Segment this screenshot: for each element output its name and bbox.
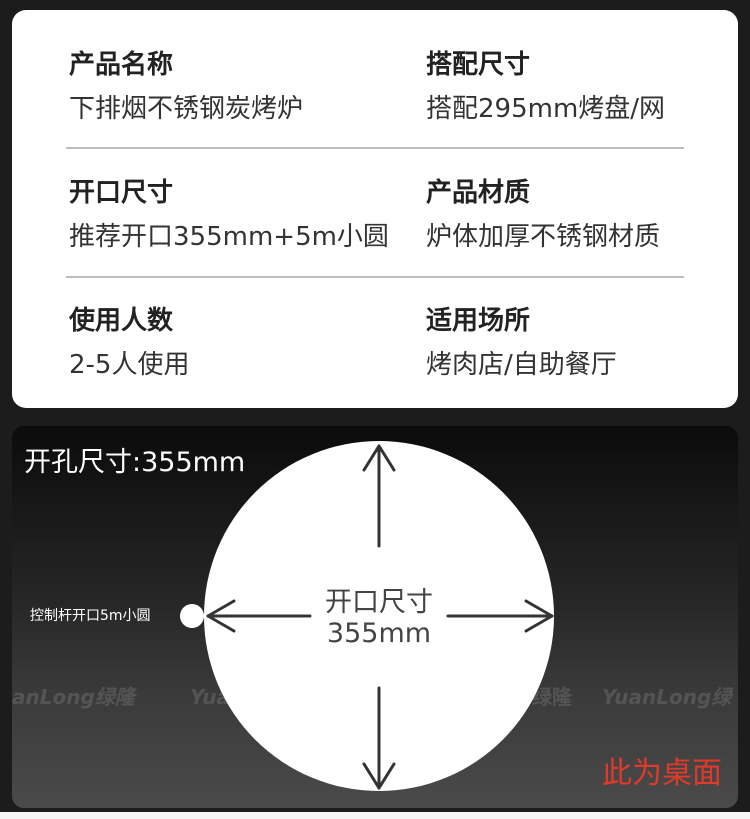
table-surface-label: 此为桌面 <box>602 756 722 791</box>
spec-row-1: 产品名称 下排烟不锈钢炭烤炉 搭配尺寸 搭配295mm烤盘/网 <box>12 48 738 148</box>
arrow-left-head <box>206 599 236 633</box>
opening-circle <box>204 441 554 791</box>
control-rod-label: 控制杆开口5m小圆 <box>30 608 151 624</box>
watermark-text: YuanLong绿 <box>602 685 734 709</box>
spec-label: 开口尺寸 <box>69 178 174 208</box>
spec-material: 产品材质 炉体加厚不锈钢材质 <box>426 176 750 254</box>
spec-card: 产品名称 下排烟不锈钢炭烤炉 搭配尺寸 搭配295mm烤盘/网 开口尺寸 推荐开… <box>12 10 738 408</box>
spec-label: 搭配尺寸 <box>426 50 531 80</box>
dimension-arrows <box>206 444 554 790</box>
spec-value: 烤肉店/自助餐厅 <box>426 350 617 380</box>
spec-value: 2-5人使用 <box>69 350 190 380</box>
divider <box>66 147 684 149</box>
spec-value: 下排烟不锈钢炭烤炉 <box>69 94 304 124</box>
center-label-title: 开口尺寸 <box>325 587 433 618</box>
spec-label: 产品名称 <box>69 50 174 80</box>
center-label-size: 355mm <box>327 618 431 649</box>
spec-opening-size: 开口尺寸 推荐开口355mm+5m小圆 <box>69 176 399 254</box>
spec-users: 使用人数 2-5人使用 <box>69 304 399 382</box>
bottom-strip <box>0 812 750 819</box>
control-rod-hole <box>180 604 204 628</box>
hole-size-label: 开孔尺寸:355mm <box>24 447 245 478</box>
watermark-text: anLong绿隆 <box>12 685 138 709</box>
spec-label: 使用人数 <box>69 306 174 336</box>
spec-row-2: 开口尺寸 推荐开口355mm+5m小圆 产品材质 炉体加厚不锈钢材质 <box>12 176 738 276</box>
spec-venue: 适用场所 烤肉店/自助餐厅 <box>426 304 750 382</box>
spec-row-3: 使用人数 2-5人使用 适用场所 烤肉店/自助餐厅 <box>12 304 738 404</box>
arrow-up-head <box>362 444 396 472</box>
arrow-down-head <box>362 762 396 790</box>
spec-value: 推荐开口355mm+5m小圆 <box>69 222 389 252</box>
spec-value: 搭配295mm烤盘/网 <box>426 94 666 124</box>
diagram-svg: anLong绿隆 Yuan 绿隆 YuanLong绿 开孔尺寸:355mm 开口… <box>12 441 734 791</box>
spec-matching-size: 搭配尺寸 搭配295mm烤盘/网 <box>426 48 750 126</box>
spec-value: 炉体加厚不锈钢材质 <box>426 222 661 252</box>
opening-diagram: anLong绿隆 Yuan 绿隆 YuanLong绿 开孔尺寸:355mm 开口… <box>12 426 738 808</box>
divider <box>66 276 684 278</box>
arrow-right-head <box>524 599 554 633</box>
spec-label: 适用场所 <box>426 306 531 336</box>
spec-product-name: 产品名称 下排烟不锈钢炭烤炉 <box>69 48 399 126</box>
watermark-text: 绿隆 <box>532 685 573 709</box>
spec-label: 产品材质 <box>426 178 531 208</box>
